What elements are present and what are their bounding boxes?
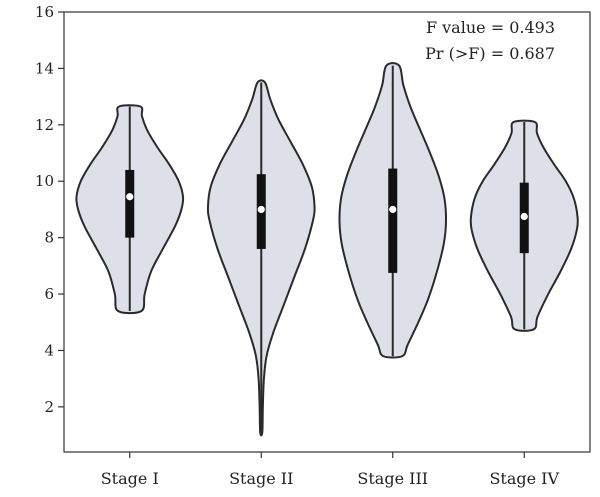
- violin-median-point: [389, 205, 397, 214]
- plot-frame: [63, 11, 591, 453]
- violin-median-point: [257, 205, 265, 214]
- y-tick-label: 4: [44, 341, 54, 359]
- violin-stage-iii: [338, 62, 448, 359]
- y-axis: 2 4 6 8 10 12 14 16: [35, 3, 64, 416]
- violin-stage-i: [75, 104, 185, 315]
- violin-stage-iv: [469, 119, 579, 332]
- y-tick-label: 14: [35, 59, 54, 77]
- violins: [75, 62, 579, 437]
- y-tick-label: 16: [35, 3, 54, 21]
- violin-stage-ii: [206, 79, 316, 437]
- x-axis: Stage I Stage II Stage III Stage IV: [101, 452, 559, 488]
- y-tick-label: 8: [44, 229, 54, 247]
- annotations: F value = 0.493 Pr (>F) = 0.687: [425, 18, 555, 63]
- y-tick-label: 12: [35, 116, 54, 134]
- y-tick-label: 6: [44, 285, 54, 303]
- violin-iqr-box: [388, 168, 398, 273]
- y-tick-label: 2: [44, 398, 54, 416]
- x-tick-label: Stage II: [229, 469, 293, 488]
- violin-median-point: [126, 193, 134, 201]
- violin-iqr-box: [125, 169, 135, 238]
- x-tick-label: Stage IV: [489, 469, 559, 488]
- x-tick-label: Stage I: [101, 469, 159, 488]
- x-tick-label: Stage III: [357, 469, 428, 488]
- y-tick-label: 10: [35, 172, 54, 190]
- f-value-annotation: F value = 0.493: [426, 18, 555, 37]
- violin-median-point: [520, 212, 528, 221]
- pr-f-annotation: Pr (>F) = 0.687: [425, 44, 555, 63]
